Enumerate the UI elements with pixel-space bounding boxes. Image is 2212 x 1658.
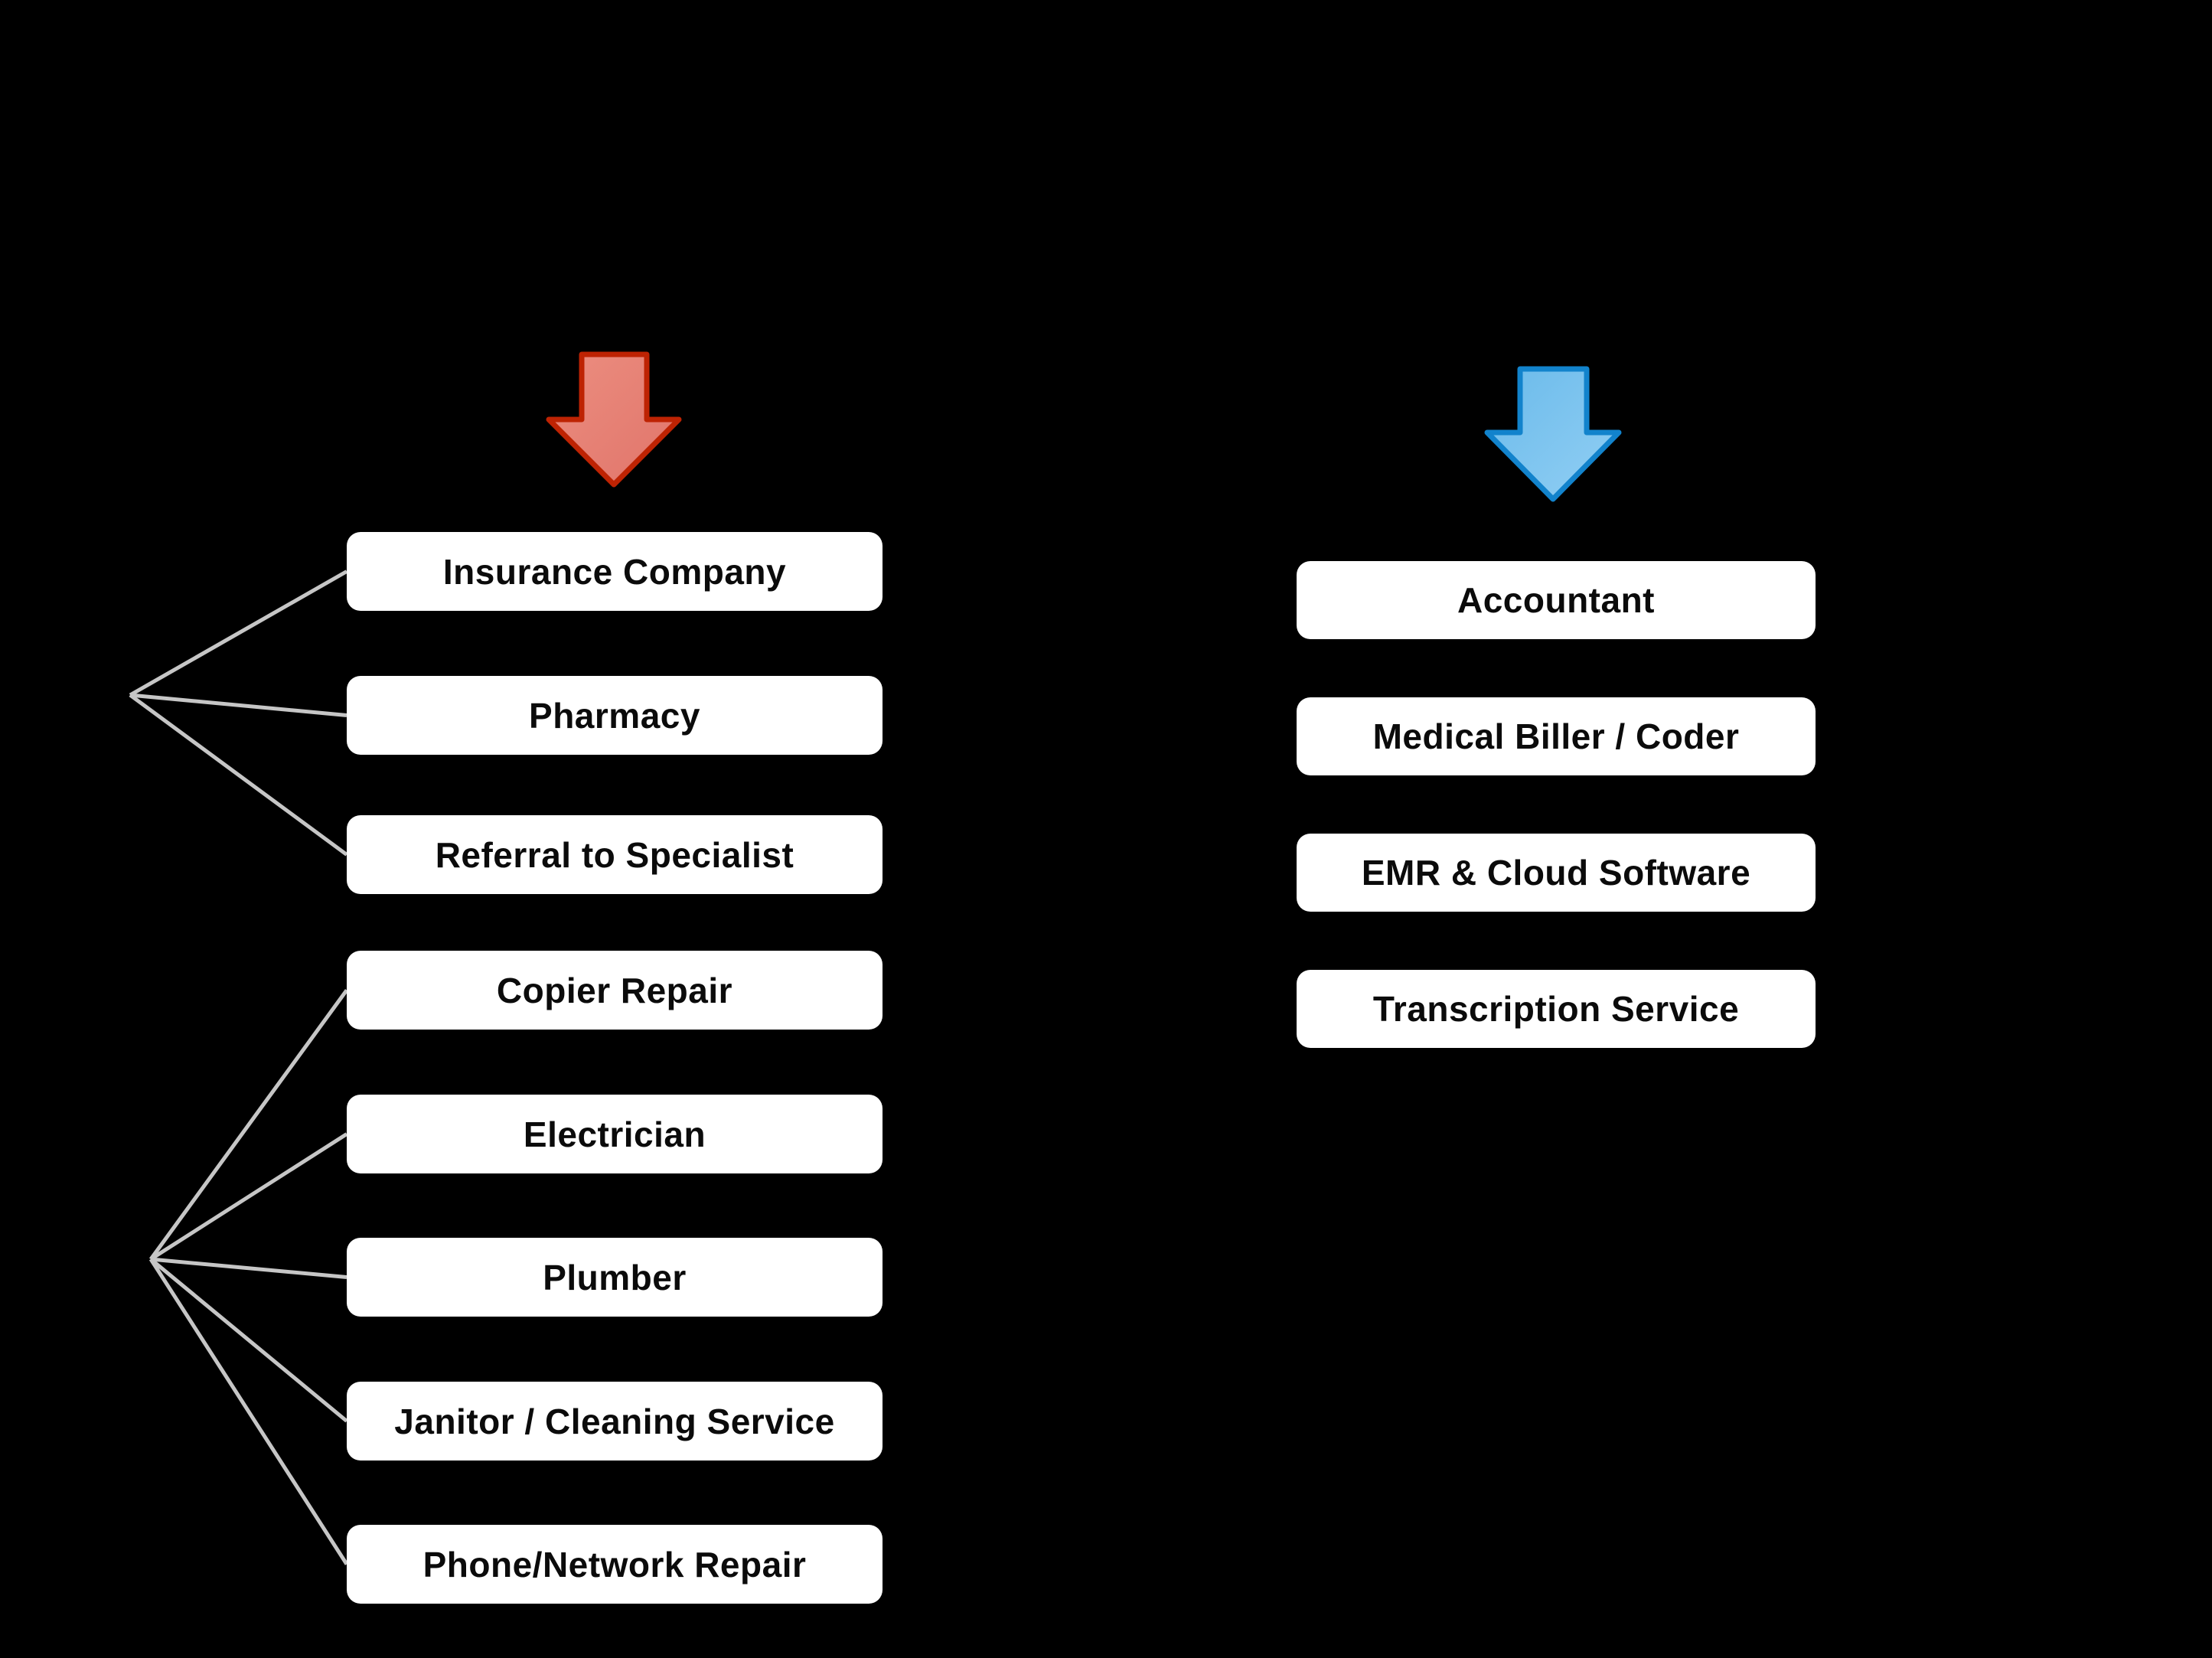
node-box-label: Pharmacy bbox=[529, 695, 700, 736]
connector-line-lower-left-to-phone-network-repair bbox=[148, 1258, 349, 1565]
node-box-pharmacy: Pharmacy bbox=[347, 676, 883, 755]
node-box-label: Medical Biller / Coder bbox=[1372, 716, 1740, 756]
node-box-electrician: Electrician bbox=[347, 1095, 883, 1173]
connector-line-lower-left-to-plumber bbox=[150, 1257, 347, 1279]
node-box-label: Copier Repair bbox=[496, 970, 733, 1010]
node-box-label: Transcription Service bbox=[1372, 989, 1740, 1029]
node-box-plumber: Plumber bbox=[347, 1238, 883, 1317]
node-box-label: Janitor / Cleaning Service bbox=[394, 1401, 835, 1441]
connector-line-upper-left-to-insurance-company bbox=[129, 570, 348, 697]
node-box-label: Referral to Specialist bbox=[435, 834, 794, 875]
node-box-emr-cloud-software: EMR & Cloud Software bbox=[1297, 834, 1816, 912]
connector-line-upper-left-to-pharmacy bbox=[129, 693, 347, 717]
node-box-phone-network-repair: Phone/Network Repair bbox=[347, 1525, 883, 1604]
node-box-transcription-service: Transcription Service bbox=[1297, 970, 1816, 1048]
node-box-insurance-company: Insurance Company bbox=[347, 532, 883, 611]
node-box-copier-repair: Copier Repair bbox=[347, 951, 883, 1030]
red-down-arrow bbox=[546, 351, 682, 488]
node-box-label: Electrician bbox=[523, 1114, 706, 1154]
node-box-label: EMR & Cloud Software bbox=[1361, 853, 1751, 893]
connector-line-lower-left-to-janitor-cleaning-service bbox=[149, 1258, 348, 1423]
node-box-janitor-cleaning-service: Janitor / Cleaning Service bbox=[347, 1382, 883, 1461]
node-box-label: Accountant bbox=[1457, 580, 1655, 620]
connector-line-lower-left-to-copier-repair bbox=[148, 989, 349, 1261]
node-box-accountant: Accountant bbox=[1297, 561, 1816, 639]
connector-line-lower-left-to-electrician bbox=[149, 1132, 348, 1261]
node-box-label: Plumber bbox=[543, 1257, 687, 1297]
connector-line-upper-left-to-referral-to-specialist bbox=[129, 693, 348, 857]
node-box-label: Phone/Network Repair bbox=[422, 1544, 807, 1585]
node-box-medical-biller-coder: Medical Biller / Coder bbox=[1297, 697, 1816, 775]
node-box-referral-to-specialist: Referral to Specialist bbox=[347, 815, 883, 894]
node-box-label: Insurance Company bbox=[442, 551, 787, 592]
blue-down-arrow bbox=[1484, 366, 1622, 502]
